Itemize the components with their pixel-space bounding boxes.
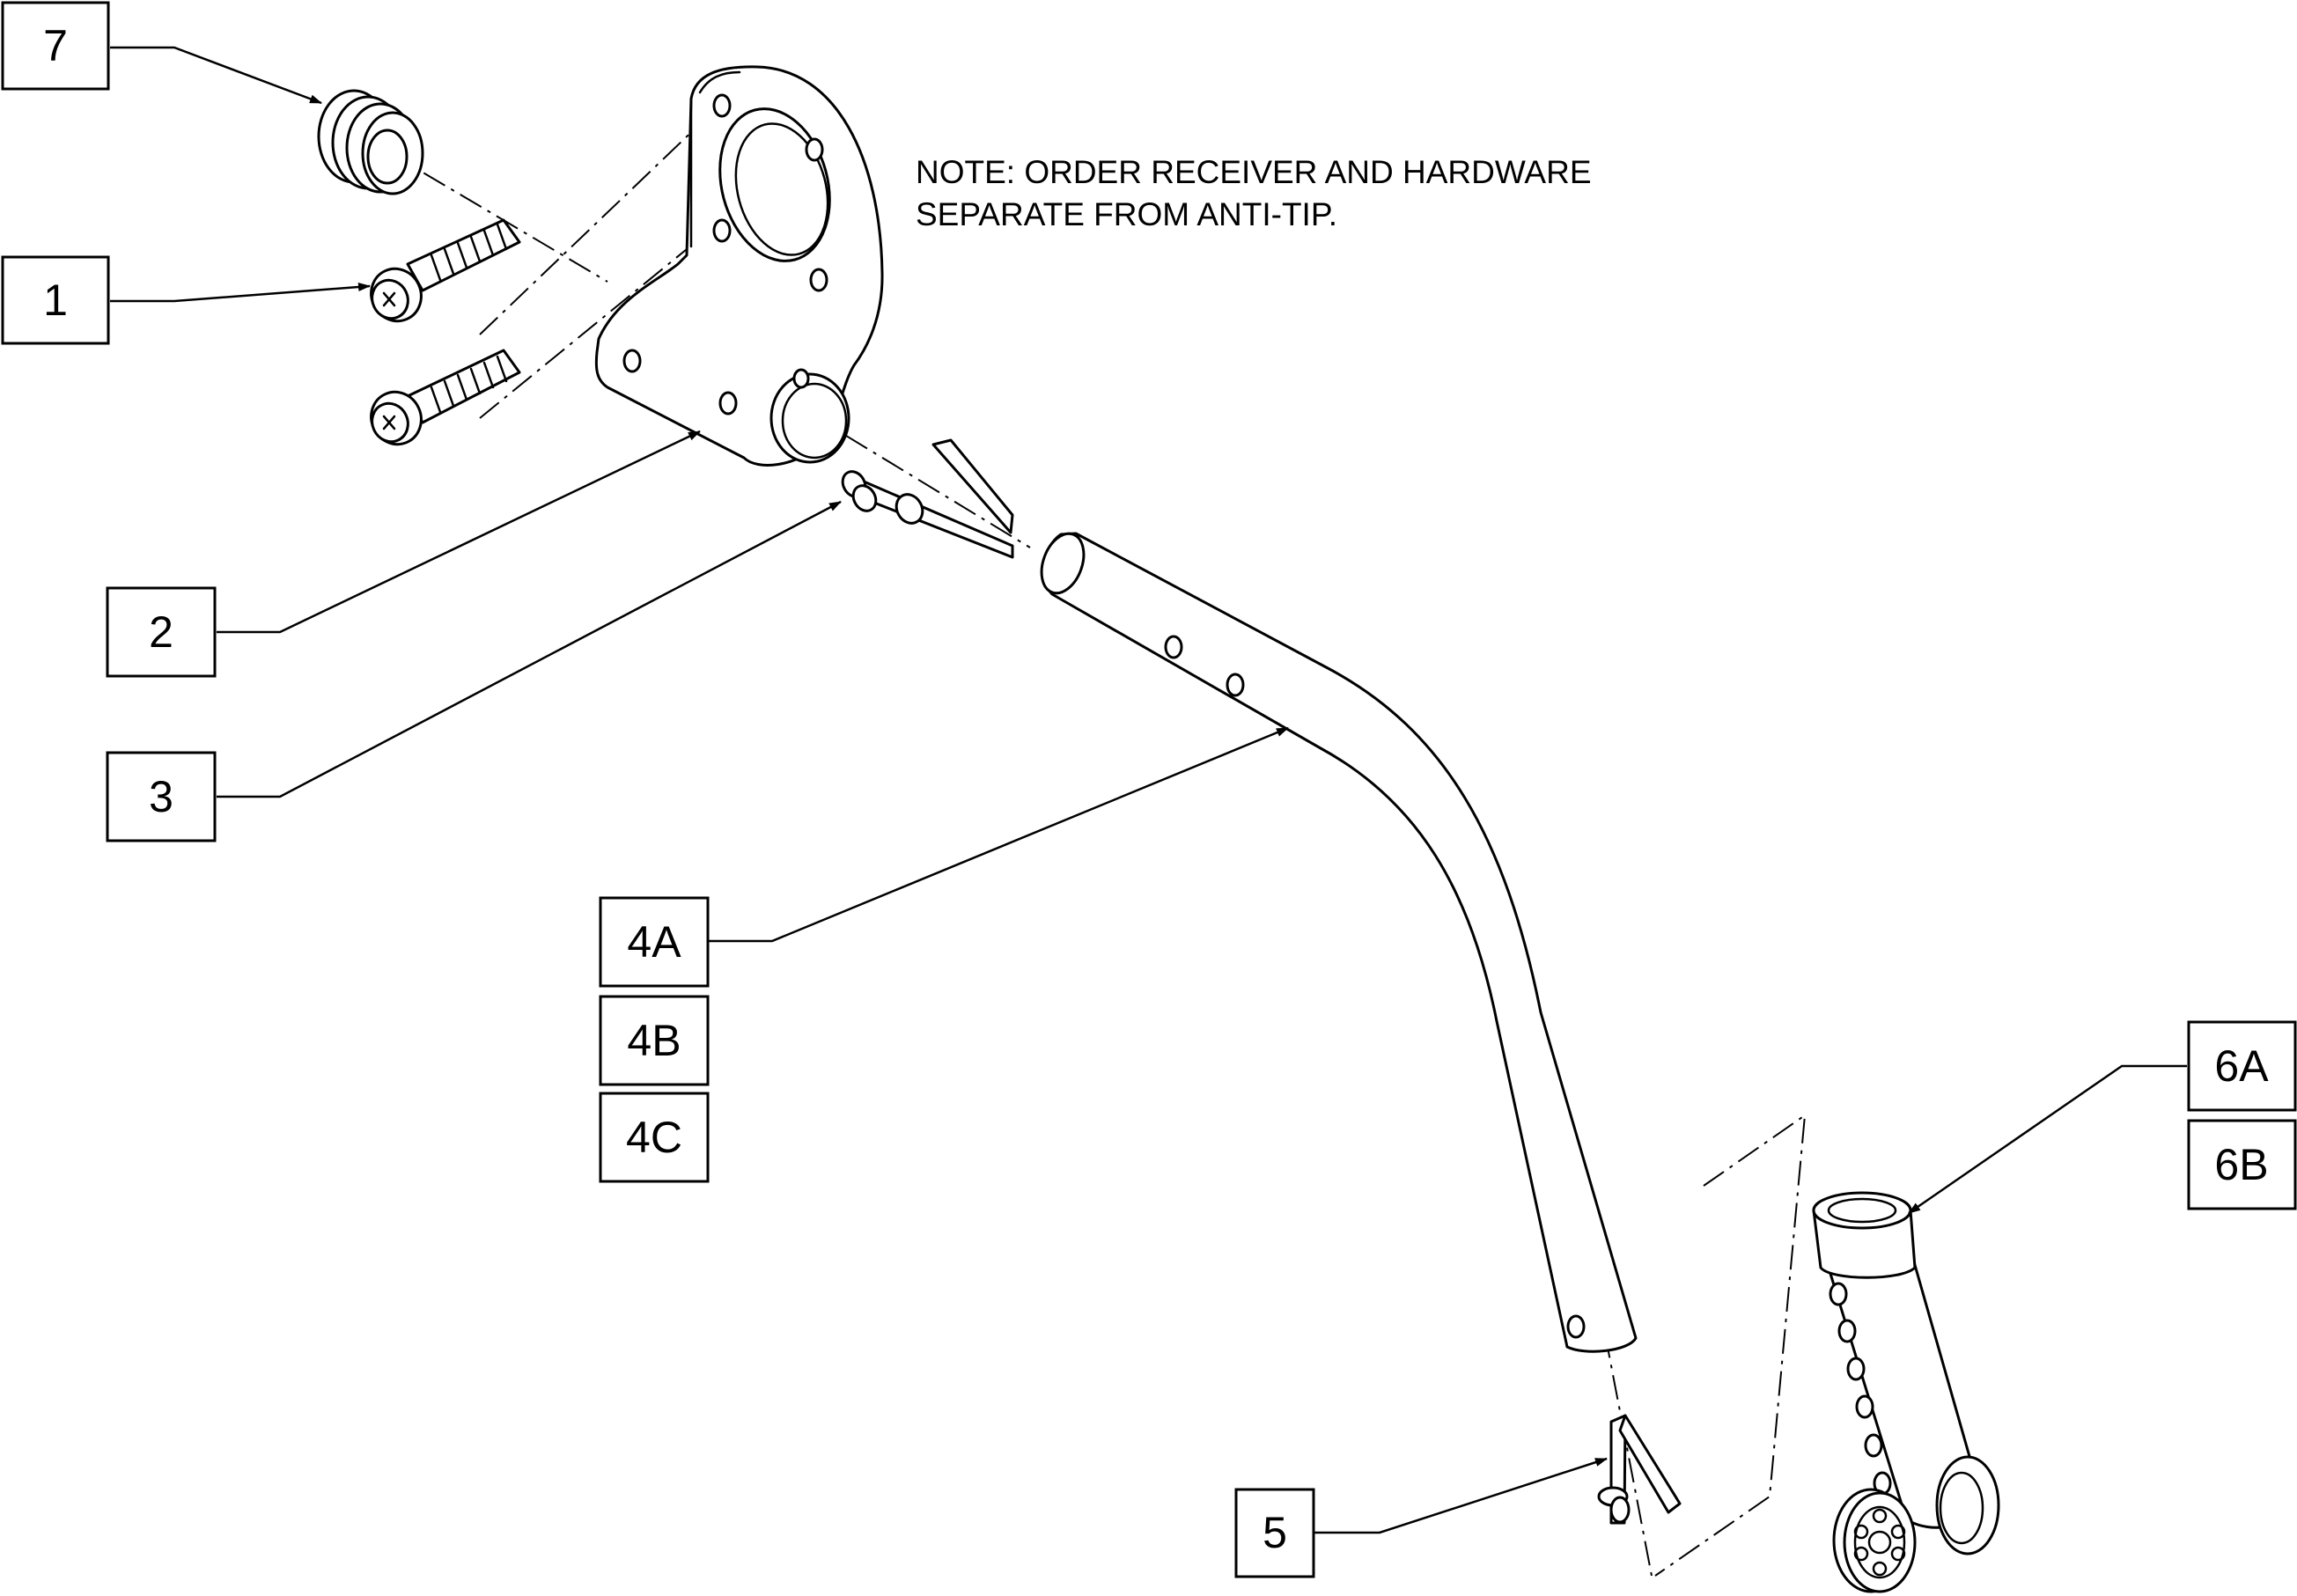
callout-6b: 6B (2187, 1119, 2297, 1210)
callout-2: 2 (106, 586, 217, 678)
callout-7: 7 (1, 1, 110, 91)
svg-text:6B: 6B (2214, 1140, 2268, 1189)
part-4a-anti-tip-tube (1040, 532, 1638, 1353)
svg-text:4C: 4C (626, 1113, 682, 1162)
svg-text:7: 7 (43, 21, 68, 70)
svg-text:3: 3 (149, 772, 173, 821)
part-6-wheel-assembly (1812, 1191, 2000, 1593)
callout-4b: 4B (599, 995, 710, 1086)
callout-1: 1 (1, 255, 110, 345)
callout-6a: 6A (2187, 1020, 2297, 1112)
svg-text:5: 5 (1263, 1508, 1287, 1557)
svg-text:4A: 4A (627, 917, 681, 967)
leader-lines (110, 46, 2187, 1534)
order-note: NOTE: ORDER RECEIVER AND HARDWARE SEPARA… (916, 154, 1592, 232)
note-line-1: NOTE: ORDER RECEIVER AND HARDWARE (916, 154, 1592, 190)
part-1-screw-lower (370, 349, 521, 446)
callout-5: 5 (1234, 1488, 1315, 1578)
svg-text:4B: 4B (627, 1016, 681, 1065)
svg-text:2: 2 (149, 607, 173, 657)
callout-4a: 4A (599, 896, 710, 988)
callout-4c: 4C (599, 1092, 710, 1183)
svg-text:6A: 6A (2214, 1041, 2269, 1091)
alignment-lines (387, 100, 1807, 1577)
part-1-screw-upper (370, 218, 521, 323)
callout-3: 3 (106, 751, 217, 842)
part-2-receiver-bracket (594, 65, 884, 467)
part-7-plug-cap (317, 89, 424, 195)
part-5-release-pin (1597, 1414, 1682, 1525)
part-3-release-pin (841, 438, 1014, 559)
note-line-2: SEPARATE FROM ANTI-TIP. (916, 196, 1337, 232)
svg-text:1: 1 (43, 276, 68, 325)
